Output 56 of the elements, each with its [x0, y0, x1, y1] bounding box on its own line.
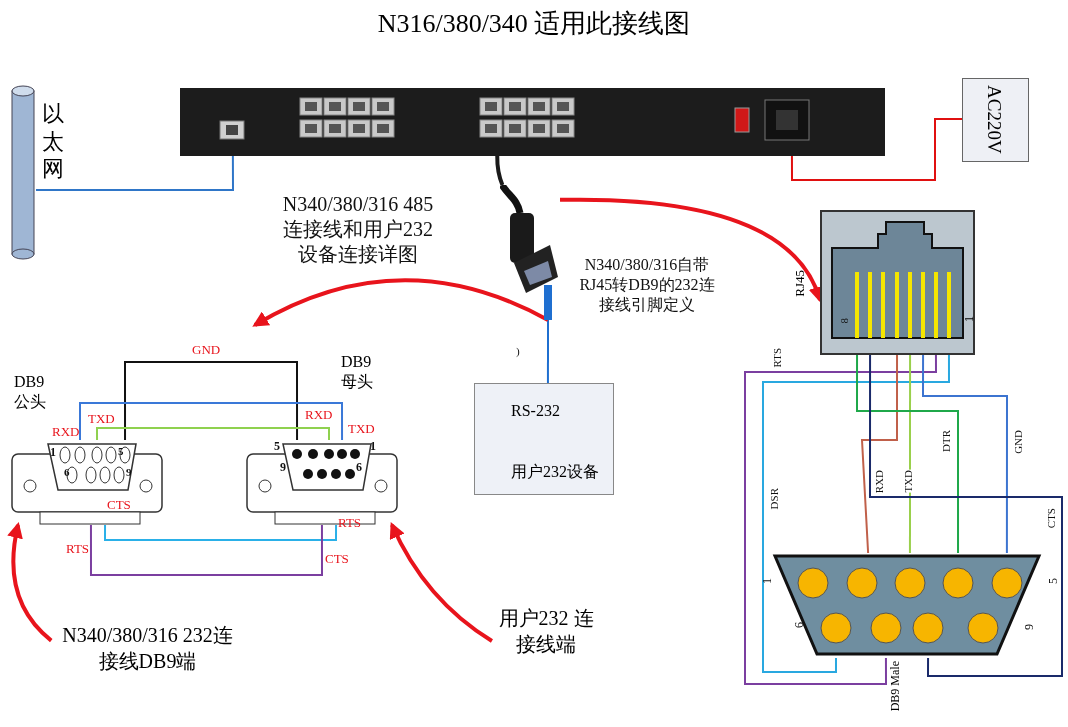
wire	[790, 118, 963, 181]
wire	[762, 354, 950, 673]
wire	[89, 524, 323, 576]
wire	[922, 354, 1008, 554]
pin-number: 6	[356, 460, 362, 475]
connector-label: 以太网	[42, 100, 65, 183]
connector-label: DB9 母头	[341, 352, 374, 392]
wire	[856, 354, 960, 554]
voltage-label: AC220V	[983, 85, 1005, 154]
cable	[495, 156, 505, 186]
wire	[908, 354, 912, 554]
pin-label: TXD	[88, 411, 115, 427]
pin-number: 5	[118, 445, 124, 457]
pin-number: 9	[126, 466, 132, 478]
pin-label: RTS	[66, 541, 90, 557]
wire	[35, 155, 234, 191]
pin-number: 6	[64, 466, 70, 478]
wire	[79, 402, 344, 441]
wire	[860, 354, 899, 554]
pin-number: 8	[838, 318, 850, 324]
pin-label: RTS	[338, 515, 362, 531]
curved-arrow	[7, 521, 53, 643]
pin-label: RXD	[305, 407, 333, 423]
pin-label: RXD	[52, 424, 80, 440]
power-label-box	[962, 78, 1029, 162]
pin-number: 6	[792, 622, 807, 628]
callout-text: N340/380/316 232连接线DB9端	[60, 622, 235, 684]
pin-number: 1	[760, 578, 775, 584]
curved-arrow	[252, 278, 549, 327]
device-label: 用户232设备	[511, 462, 599, 482]
pin-label: )	[516, 345, 520, 357]
connector-label: RJ45	[792, 270, 808, 297]
callout-text: 用户232 连接线端	[495, 605, 597, 665]
pin-number: 5	[274, 439, 280, 454]
pin-label: TXD	[348, 421, 375, 437]
connector-label: DB9 公头	[14, 372, 47, 412]
pin-number: 5	[1046, 578, 1061, 584]
curved-arrow	[390, 522, 494, 643]
pin-number: 1	[370, 439, 376, 454]
wire	[546, 319, 549, 384]
pin-number: 9	[1022, 624, 1037, 630]
protocol-label: RS-232	[511, 402, 560, 420]
wire	[744, 354, 937, 685]
device-box	[474, 383, 614, 495]
wire	[96, 427, 330, 441]
pin-label: CTS	[107, 497, 131, 513]
edge-label: N340/380/316自带RJ45转DB9的232连接线引脚定义	[578, 255, 716, 315]
pin-label: CTS	[325, 551, 349, 567]
wire	[104, 524, 338, 541]
wire	[124, 361, 299, 441]
pin-number: 1	[962, 316, 977, 322]
connector-label: DB9 Male	[888, 661, 903, 712]
diagram-title: N316/380/340 适用此接线图	[377, 9, 691, 38]
wire	[869, 354, 1063, 677]
pin-number: 9	[280, 460, 286, 475]
pin-number: 1	[50, 445, 56, 460]
